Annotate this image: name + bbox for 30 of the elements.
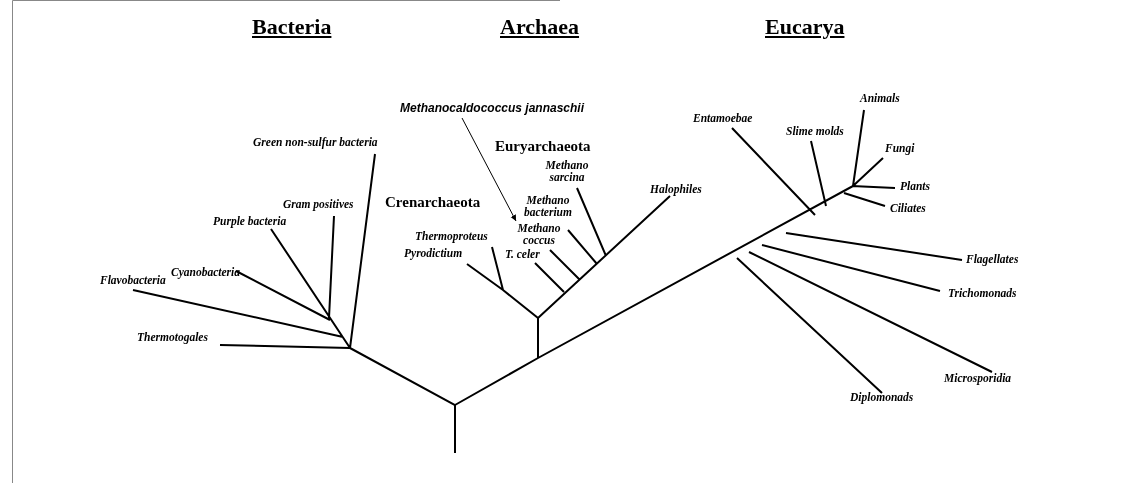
taxon-label: Animals <box>860 92 900 104</box>
clade-label: Crenarchaeota <box>385 195 481 210</box>
taxon-label: Plants <box>900 180 931 192</box>
taxon-label: Ciliates <box>890 202 926 214</box>
leader-arrow <box>461 117 517 222</box>
taxon-label: Halophiles <box>650 183 702 195</box>
clade-label: Euryarchaeota <box>495 139 591 154</box>
taxon-label: Thermotogales <box>137 331 208 343</box>
domain-heading: Eucarya <box>765 16 845 38</box>
taxon-label: Methano bacterium <box>523 194 573 218</box>
taxon-label: Flavobacteria <box>100 274 166 286</box>
taxon-label: Methano coccus <box>512 222 566 246</box>
domain-heading: Bacteria <box>252 16 332 38</box>
taxon-label: Entamoebae <box>693 112 753 124</box>
taxon-label: Gram positives <box>283 198 354 210</box>
taxon-label: Thermoproteus <box>415 230 488 242</box>
taxon-label: Purple bacteria <box>213 215 287 227</box>
taxon-label: Cyanobacteria <box>171 266 240 278</box>
taxon-label: Pyrodictium <box>404 247 463 259</box>
taxon-label: Diplomonads <box>850 391 914 403</box>
species-label: Methanocaldococcus jannaschii <box>398 100 586 116</box>
taxon-label: Fungi <box>885 142 915 154</box>
taxon-label: Green non-sulfur bacteria <box>253 136 378 148</box>
taxon-label: Flagellates <box>966 253 1019 265</box>
taxon-label: T. celer <box>505 248 540 260</box>
taxon-label: Trichomonads <box>948 287 1017 299</box>
taxon-label: Methano sarcina <box>544 159 590 183</box>
domain-heading: Archaea <box>500 16 580 38</box>
taxon-label: Microsporidia <box>944 372 1012 384</box>
taxon-label: Slime molds <box>786 125 844 137</box>
